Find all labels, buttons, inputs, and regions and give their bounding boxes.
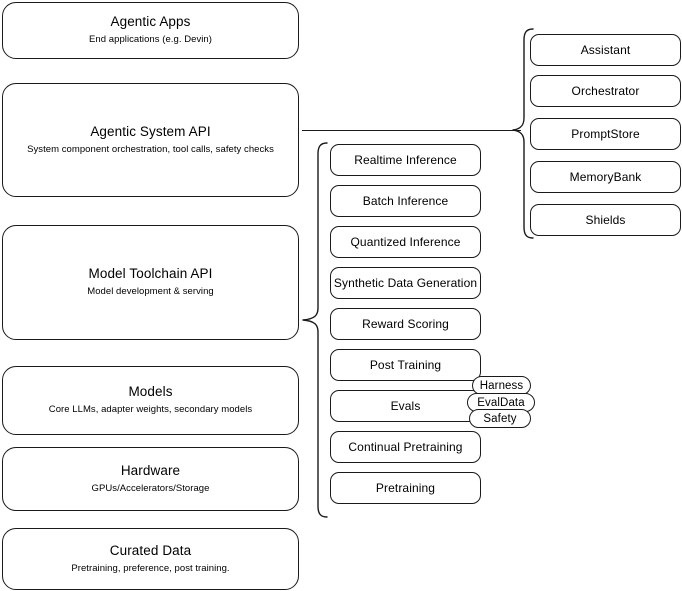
chip-label: Synthetic Data Generation <box>333 276 478 290</box>
layer-box-hardware[interactable]: Hardware GPUs/Accelerators/Storage <box>2 447 299 511</box>
layer-box-model-toolchain-api[interactable]: Model Toolchain API Model development & … <box>2 225 299 340</box>
brace-toolchain-components <box>302 140 328 520</box>
chip-label: Realtime Inference <box>354 153 457 167</box>
evals-pill-safety[interactable]: Safety <box>469 409 531 428</box>
chip-label: PromptStore <box>571 127 640 141</box>
layer-box-agentic-system-api[interactable]: Agentic System API System component orch… <box>2 83 299 197</box>
layer-box-curated-data[interactable]: Curated Data Pretraining, preference, po… <box>2 528 299 590</box>
toolchain-chip-synthetic-data-generation[interactable]: Synthetic Data Generation <box>330 267 481 299</box>
toolchain-chip-pretraining[interactable]: Pretraining <box>330 472 481 504</box>
toolchain-chip-quantized-inference[interactable]: Quantized Inference <box>330 226 481 258</box>
chip-label: Reward Scoring <box>362 317 449 331</box>
toolchain-chip-realtime-inference[interactable]: Realtime Inference <box>330 144 481 176</box>
pill-label: Safety <box>483 412 517 425</box>
system-chip-assistant[interactable]: Assistant <box>530 34 681 66</box>
toolchain-chip-reward-scoring[interactable]: Reward Scoring <box>330 308 481 340</box>
toolchain-chip-batch-inference[interactable]: Batch Inference <box>330 185 481 217</box>
chip-label: Shields <box>585 213 626 227</box>
chip-label: Orchestrator <box>571 84 640 98</box>
chip-label: Continual Pretraining <box>348 440 463 454</box>
system-chip-orchestrator[interactable]: Orchestrator <box>530 75 681 107</box>
layer-title: Agentic System API <box>90 123 211 139</box>
system-chip-promptstore[interactable]: PromptStore <box>530 118 681 150</box>
layer-subtitle: Model development & serving <box>87 286 214 298</box>
chip-label: Pretraining <box>375 481 436 495</box>
chip-label: Assistant <box>580 43 631 57</box>
toolchain-chip-evals[interactable]: Evals <box>330 390 481 422</box>
evals-pill-evaldata[interactable]: EvalData <box>467 393 535 412</box>
system-chip-memorybank[interactable]: MemoryBank <box>530 161 681 193</box>
chip-label: Quantized Inference <box>350 235 461 249</box>
chip-label: Post Training <box>369 358 442 372</box>
toolchain-chip-post-training[interactable]: Post Training <box>330 349 481 381</box>
layer-subtitle: End applications (e.g. Devin) <box>89 34 212 46</box>
chip-label: Evals <box>390 399 421 413</box>
layer-title: Hardware <box>120 462 181 478</box>
layer-title: Models <box>128 384 173 400</box>
layer-title: Model Toolchain API <box>88 266 213 282</box>
layer-subtitle: GPUs/Accelerators/Storage <box>91 482 210 494</box>
layer-title: Curated Data <box>109 542 192 558</box>
pill-label: Harness <box>479 379 524 392</box>
chip-label: MemoryBank <box>569 170 642 184</box>
connector-agentic-system-api-to-components <box>302 130 521 131</box>
pill-label: EvalData <box>477 396 525 409</box>
layer-title: Agentic Apps <box>110 14 191 30</box>
layer-subtitle: Pretraining, preference, post training. <box>71 562 230 574</box>
layer-subtitle: System component orchestration, tool cal… <box>27 143 274 155</box>
layer-box-agentic-apps[interactable]: Agentic Apps End applications (e.g. Devi… <box>2 2 299 59</box>
layer-subtitle: Core LLMs, adapter weights, secondary mo… <box>48 404 253 416</box>
toolchain-chip-continual-pretraining[interactable]: Continual Pretraining <box>330 431 481 463</box>
system-chip-shields[interactable]: Shields <box>530 204 681 236</box>
chip-label: Batch Inference <box>362 194 449 208</box>
layer-box-models[interactable]: Models Core LLMs, adapter weights, secon… <box>2 366 299 435</box>
